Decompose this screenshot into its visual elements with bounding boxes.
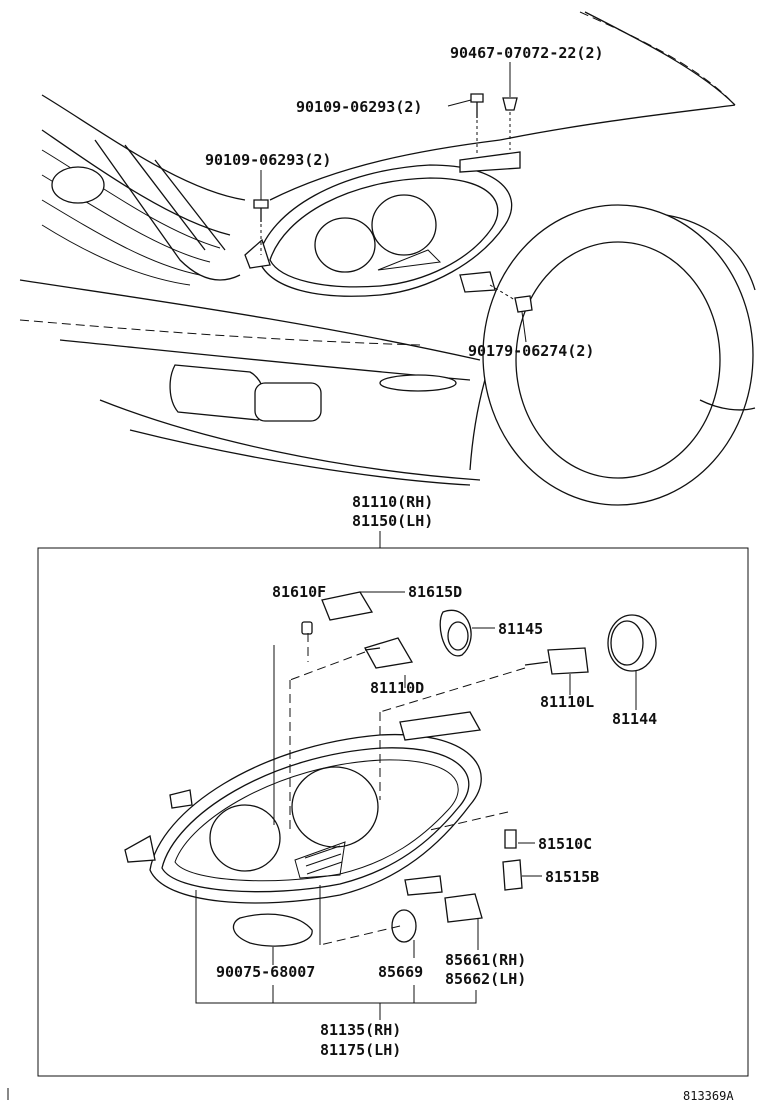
bulb-parts-icons bbox=[232, 591, 657, 947]
label-bulb-socket: 81610F bbox=[272, 583, 326, 601]
fog-lamp-lens-icon bbox=[254, 382, 322, 422]
label-bolt-upper: 90109-06293(2) bbox=[296, 98, 422, 116]
label-lens-lh: 81175(LH) bbox=[320, 1041, 401, 1059]
wheel-arch-icon bbox=[482, 204, 754, 506]
label-oring: 85669 bbox=[378, 963, 423, 981]
installed-headlamp-icon bbox=[244, 151, 521, 297]
label-bulb-low: 81110L bbox=[540, 693, 594, 711]
label-motor-rh: 85661(RH) bbox=[445, 951, 526, 969]
label-socket-small: 81515B bbox=[545, 868, 599, 886]
label-gasket: 90075-68007 bbox=[216, 963, 315, 981]
bolt-icon bbox=[253, 199, 269, 209]
label-socket: 81615D bbox=[408, 583, 462, 601]
assembly-frame bbox=[37, 547, 749, 1077]
fastener-icons bbox=[253, 93, 533, 313]
vehicle-front-illustration bbox=[19, 11, 756, 506]
label-motor-lh: 85662(LH) bbox=[445, 970, 526, 988]
label-bulb-small: 81510C bbox=[538, 835, 592, 853]
label-bolt-left: 90109-06293(2) bbox=[205, 151, 331, 169]
label-cap: 81144 bbox=[612, 710, 657, 728]
side-marker-icon bbox=[379, 374, 457, 392]
label-unit-lh: 81150(LH) bbox=[352, 512, 433, 530]
label-cover: 81145 bbox=[498, 620, 543, 638]
clip-nut-icon bbox=[502, 97, 518, 111]
headlamp-unit-icon bbox=[124, 711, 482, 904]
label-lens-rh: 81135(RH) bbox=[320, 1021, 401, 1039]
fog-lamp-icon bbox=[169, 364, 266, 421]
nut-icon bbox=[514, 295, 533, 313]
emblem-icon bbox=[51, 166, 105, 204]
label-nut-side: 90179-06274(2) bbox=[468, 342, 594, 360]
bolt-icon bbox=[470, 93, 484, 103]
label-bulb-hid: 81110D bbox=[370, 679, 424, 697]
figure-code: 813369A bbox=[683, 1089, 734, 1103]
label-nut-upper: 90467-07072-22(2) bbox=[450, 44, 604, 62]
label-unit-rh: 81110(RH) bbox=[352, 493, 433, 511]
